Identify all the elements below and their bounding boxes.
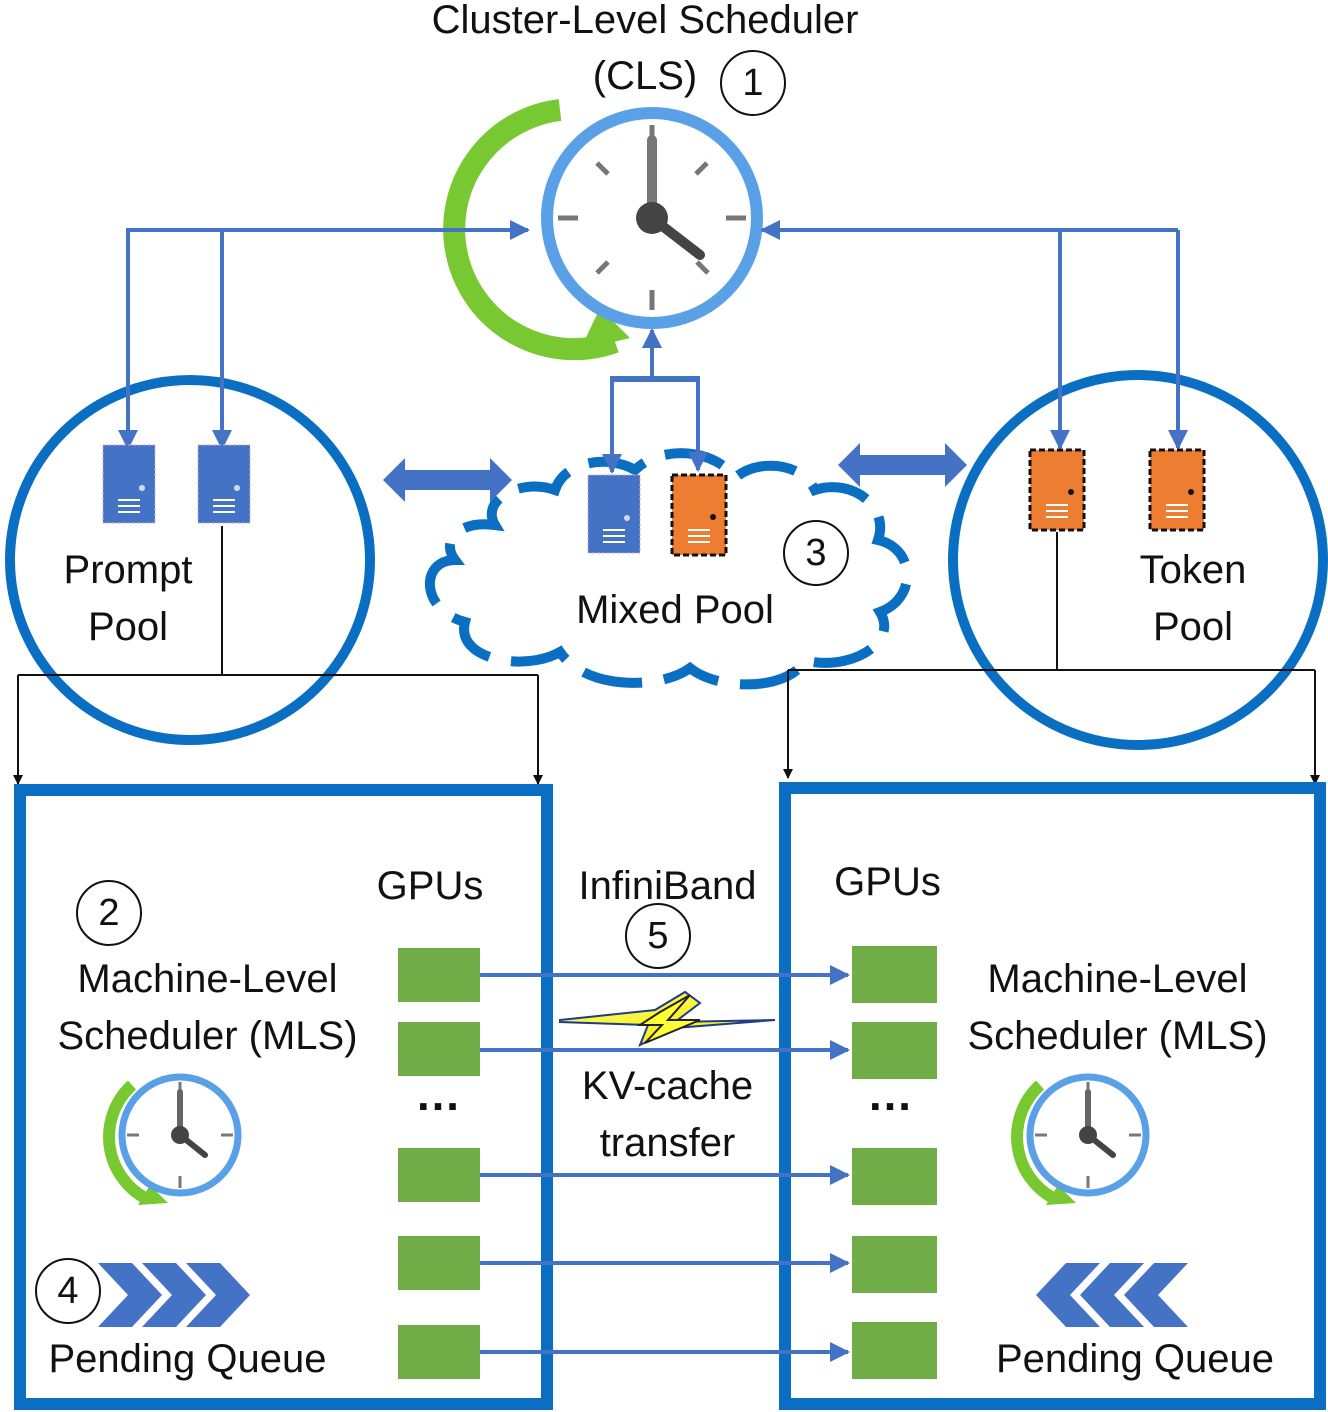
server-icon: [102, 444, 156, 524]
gpu-block: [852, 1322, 937, 1379]
cls-abbr: (CLS): [592, 54, 698, 98]
server-icon: [670, 473, 728, 557]
prompt-machine-box: [14, 784, 553, 1410]
token-pool-label-line1: Token: [1139, 548, 1247, 592]
prompt-pool-label-line2: Pool: [87, 605, 169, 649]
right-gpus-label: GPUs: [834, 860, 941, 904]
chevron-queue-icon: [1036, 1263, 1188, 1327]
gpu-transfer-links: [480, 965, 850, 1362]
left-mls-label-line1: Machine-Level: [77, 957, 338, 1001]
chevron-queue-icon: [98, 1263, 250, 1327]
token-pool-circle: [948, 370, 1328, 750]
right-mls-label-line1: Machine-Level: [987, 957, 1248, 1001]
gpu-block: [852, 1022, 937, 1079]
gpu-block: [398, 1022, 480, 1076]
gpu-block: [398, 1325, 480, 1379]
prompt-pool-circle: [5, 375, 375, 745]
gpu-blocks-right: [852, 946, 937, 1379]
step-5-badge: 5: [625, 903, 691, 969]
token-pool-label-line2: Pool: [1152, 605, 1234, 649]
left-mls-label-line2: Scheduler (MLS): [57, 1014, 358, 1058]
cls-links: [118, 220, 1188, 474]
step-3-badge: 3: [783, 520, 849, 586]
right-pending-queue-label: Pending Queue: [995, 1337, 1274, 1381]
prompt-pool-label-line1: Prompt: [63, 548, 193, 592]
gpu-block: [398, 1236, 480, 1290]
mixed-pool-label: Mixed Pool: [576, 588, 774, 632]
token-machine-box: [779, 782, 1326, 1410]
server-icon: [1148, 448, 1206, 532]
lightning-icon: [559, 990, 776, 1048]
cloud-icon: [425, 448, 913, 690]
left-gpus-label: GPUs: [376, 864, 484, 908]
clock-icon: [103, 1073, 242, 1205]
gpu-block: [852, 946, 937, 1003]
server-icon: [1028, 448, 1086, 532]
infiniband-label: InfiniBand: [578, 864, 757, 908]
kv-transfer-label-line2: transfer: [599, 1121, 736, 1165]
step-1-badge: 1: [720, 50, 786, 116]
gpu-blocks-left: [398, 948, 480, 1379]
pool-exchange-arrow-left: [383, 458, 512, 502]
server-icon: [587, 474, 641, 554]
pool-exchange-arrow-right: [838, 443, 967, 487]
right-gpu-ellipsis: …: [867, 1068, 913, 1120]
right-mls-label-line2: Scheduler (MLS): [967, 1014, 1268, 1058]
clock-icon: [1011, 1073, 1150, 1205]
gpu-block: [398, 948, 480, 1002]
kv-transfer-label-line1: KV-cache: [581, 1064, 754, 1108]
clock-icon: [443, 99, 763, 361]
gpu-block: [852, 1148, 937, 1205]
gpu-block: [398, 1148, 480, 1202]
left-pending-queue-label: Pending Queue: [48, 1337, 327, 1381]
step-4-badge: 4: [35, 1258, 101, 1324]
step-2-badge: 2: [76, 880, 142, 946]
server-icon: [197, 444, 251, 524]
left-gpu-ellipsis: …: [415, 1068, 461, 1120]
gpu-block: [852, 1236, 937, 1293]
pool-machine-links: [13, 526, 1320, 785]
cls-title: Cluster-Level Scheduler: [431, 0, 859, 42]
